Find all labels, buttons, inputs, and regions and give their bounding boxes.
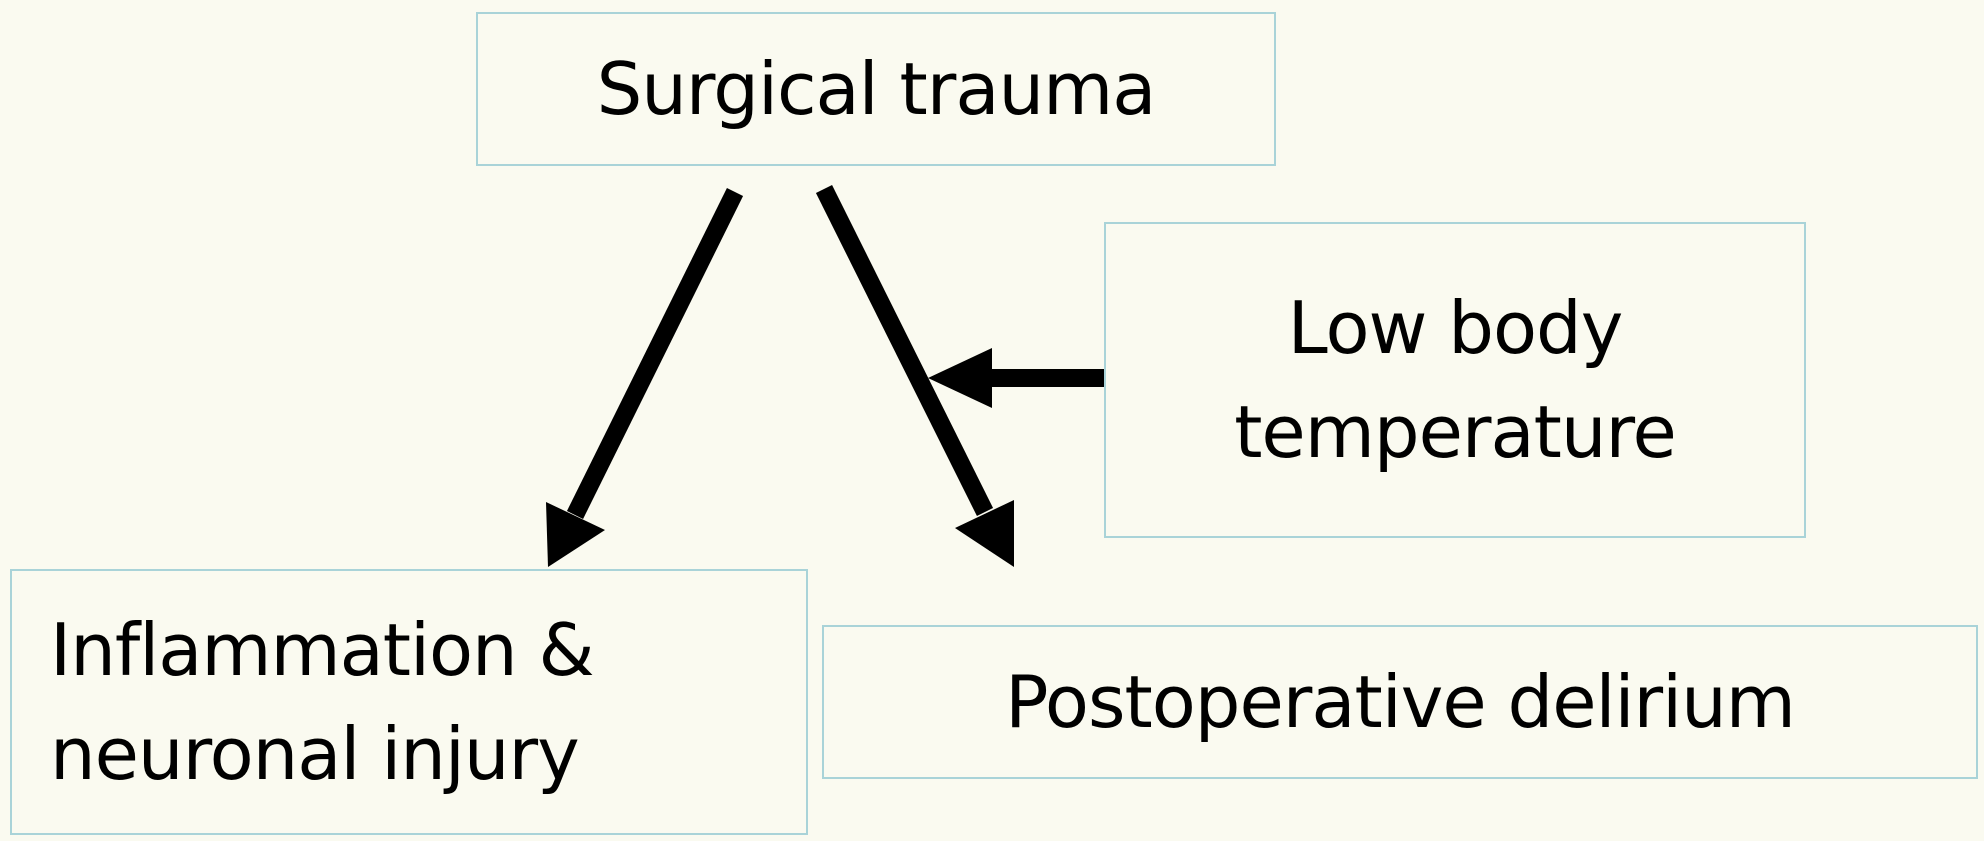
node-surgical-trauma-label: Surgical trauma bbox=[596, 46, 1157, 131]
arrowhead-inflammation bbox=[546, 502, 605, 567]
arrow-surgical-to-inflammation bbox=[566, 188, 744, 519]
node-postoperative-delirium: Postoperative delirium bbox=[822, 625, 1978, 779]
node-inflammation-neuronal-injury: Inflammation & neuronal injury bbox=[10, 569, 808, 835]
node-low-body-temperature-line2: temperature bbox=[1234, 390, 1677, 474]
arrow-surgical-to-delirium bbox=[815, 184, 994, 517]
arrowhead-moderator bbox=[928, 348, 992, 408]
node-low-body-temperature: Low body temperature bbox=[1104, 222, 1806, 538]
arrowhead-delirium bbox=[955, 500, 1014, 567]
node-inflammation-line2: neuronal injury bbox=[50, 712, 580, 796]
node-low-body-temperature-line1: Low body bbox=[1287, 285, 1624, 370]
node-inflammation-line1: Inflammation & bbox=[50, 607, 595, 692]
node-postoperative-delirium-label: Postoperative delirium bbox=[1005, 659, 1796, 744]
node-surgical-trauma: Surgical trauma bbox=[476, 12, 1276, 166]
